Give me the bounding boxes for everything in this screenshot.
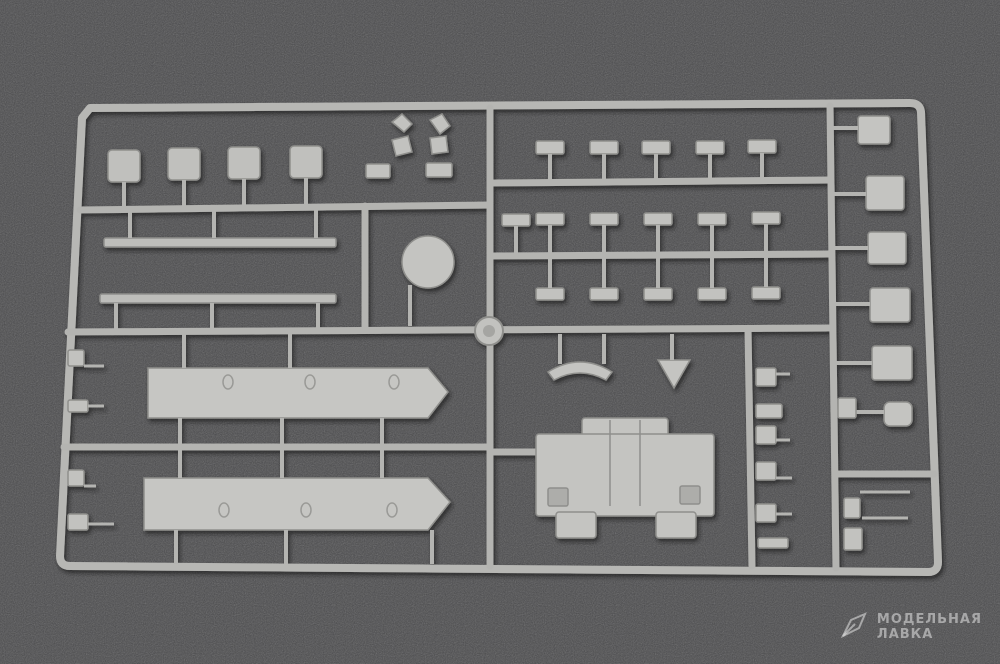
plate-part bbox=[167, 147, 201, 181]
plate-part bbox=[107, 149, 141, 183]
plate-part bbox=[289, 145, 323, 179]
pen-nib-icon bbox=[839, 610, 869, 644]
side-panel-lower bbox=[143, 477, 451, 531]
cube-part bbox=[869, 287, 911, 323]
cube-part bbox=[871, 345, 913, 381]
runner-horizontal-mid bbox=[64, 324, 834, 336]
runner-vertical-mid-right bbox=[744, 326, 756, 570]
side-panel-upper bbox=[147, 367, 449, 419]
cube-part bbox=[865, 175, 905, 211]
cube-part bbox=[867, 231, 907, 265]
hull-box-part bbox=[535, 417, 715, 539]
dome-part bbox=[401, 235, 455, 289]
rail-part bbox=[99, 293, 337, 304]
watermark-line-1: МОДЕЛЬНАЯ bbox=[876, 612, 982, 627]
plate-part bbox=[227, 146, 261, 180]
cube-part bbox=[883, 401, 913, 427]
runner-horizontal-upper-left bbox=[76, 201, 494, 214]
watermark: МОДЕЛЬНАЯ ЛАВКА bbox=[839, 610, 982, 644]
sprue bbox=[56, 99, 942, 576]
cube-part bbox=[857, 115, 891, 145]
watermark-line-2: ЛАВКА bbox=[876, 627, 934, 642]
rail-part bbox=[103, 237, 337, 248]
arch-part bbox=[546, 361, 614, 381]
sprue-frame bbox=[56, 99, 942, 576]
